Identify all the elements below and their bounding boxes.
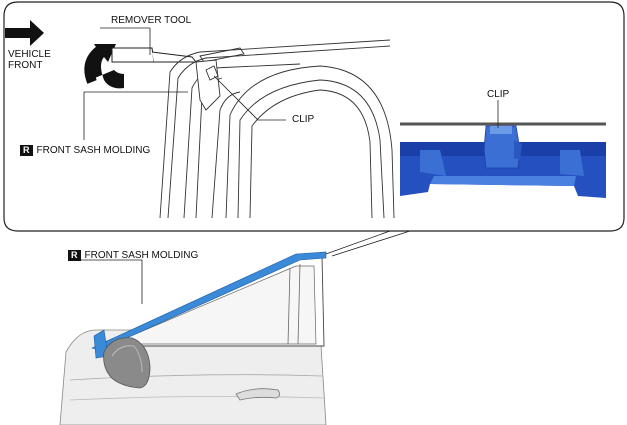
leader-lines-top	[83, 75, 286, 140]
leader-line-bottom	[80, 259, 143, 304]
remover-tool-label: REMOVER TOOL	[111, 15, 192, 26]
vehicle-front-arrow-icon	[5, 20, 44, 46]
r-badge-bottom: R	[68, 250, 81, 261]
vehicle-front-line2: FRONT	[8, 60, 43, 71]
vehicle-front-label: VEHICLE FRONT	[8, 49, 51, 71]
door-handle	[235, 388, 280, 401]
door-frame-detail	[159, 39, 395, 219]
car-door-illustration	[59, 251, 327, 425]
r-badge: R	[20, 145, 33, 156]
molding-bottom-text: FRONT SASH MOLDING	[84, 250, 199, 261]
molding-top-text: FRONT SASH MOLDING	[36, 145, 151, 156]
callout-connectors	[325, 230, 411, 257]
remover-tool	[100, 27, 198, 63]
clip-part	[483, 125, 522, 169]
clip-label-inset: CLIP	[487, 89, 510, 100]
vehicle-front-line1: VEHICLE	[8, 49, 51, 60]
clip-inset	[400, 100, 606, 198]
clip-label-main: CLIP	[292, 114, 315, 125]
removal-arrow-shaft	[84, 46, 104, 84]
side-mirror	[103, 337, 151, 389]
